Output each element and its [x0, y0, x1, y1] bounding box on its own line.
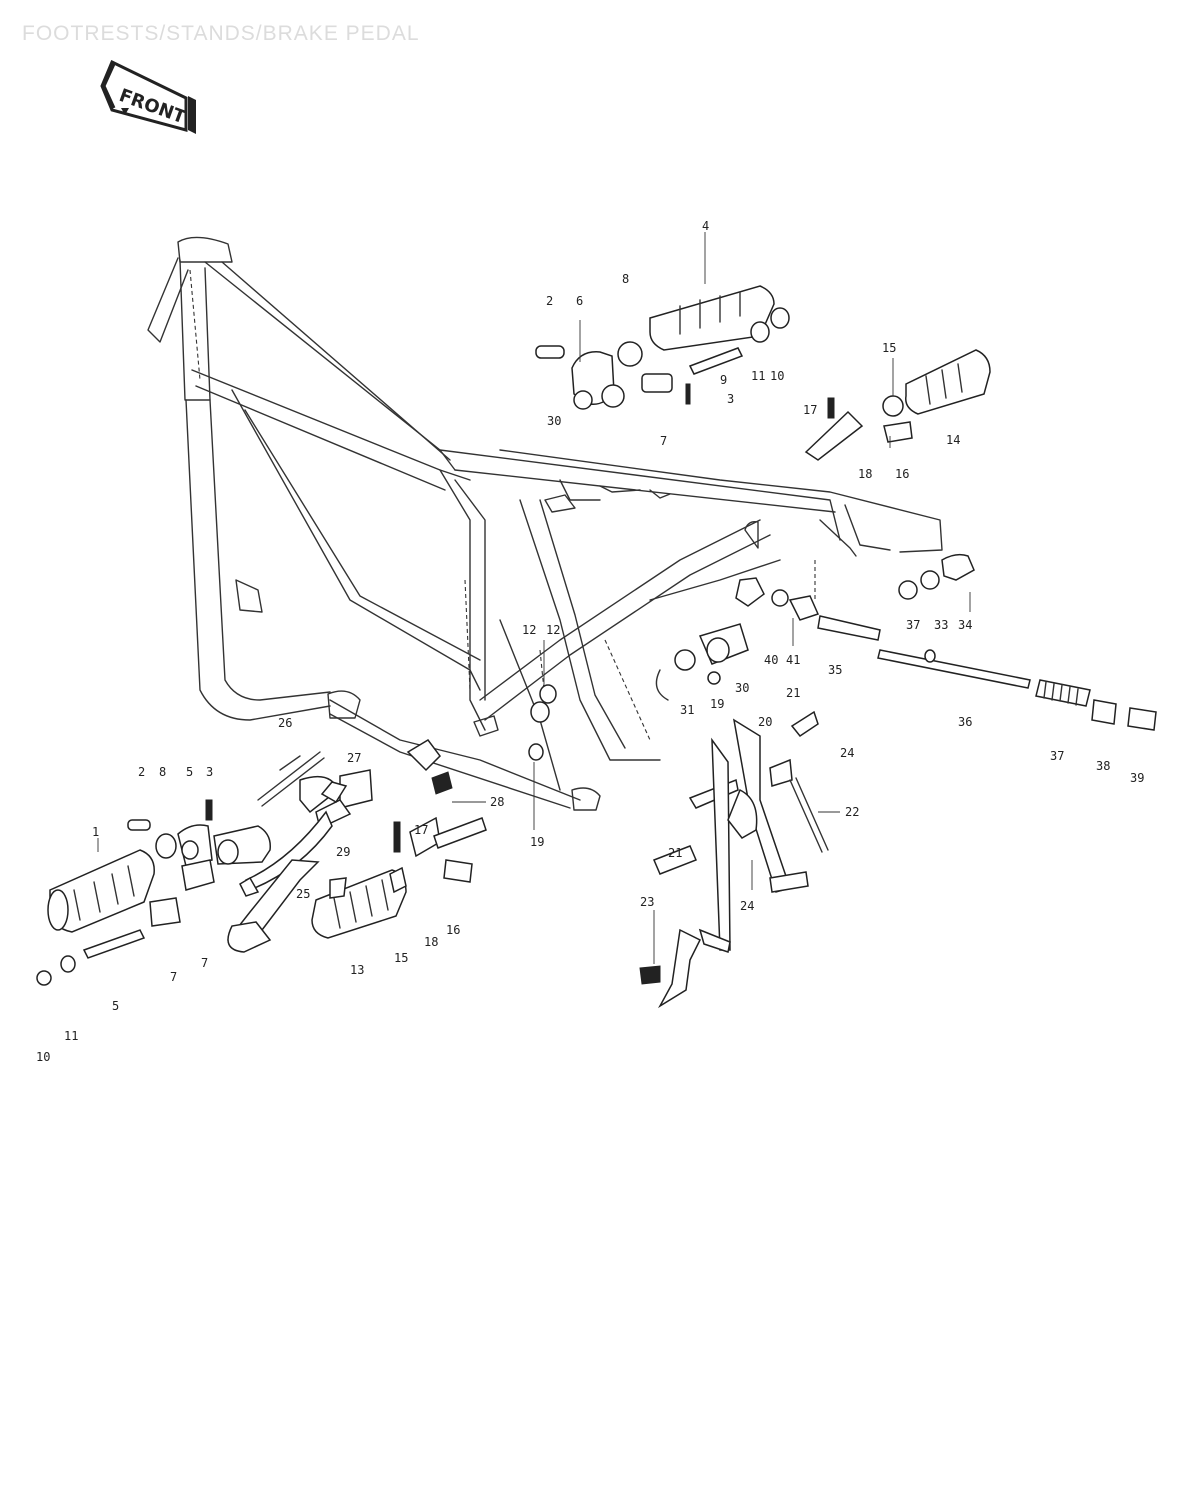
callout-10b: 10 — [36, 1050, 50, 1064]
footrest-assembly-left — [36, 799, 271, 986]
callout-14: 14 — [946, 433, 960, 447]
callout-20: 20 — [758, 715, 772, 729]
callout-35: 35 — [828, 663, 842, 677]
callout-9: 9 — [720, 373, 727, 387]
callouts: 4 8 2 6 9 11 10 3 30 7 15 17 14 18 16 37… — [36, 219, 1144, 1064]
callout-3b: 3 — [206, 765, 213, 779]
callout-7a: 7 — [660, 434, 667, 448]
callout-24b: 24 — [740, 899, 754, 913]
brake-linkage — [655, 553, 1157, 731]
callout-21b: 21 — [668, 846, 682, 860]
callout-12b: 12 — [546, 623, 560, 637]
callout-4: 4 — [702, 219, 709, 233]
callout-7b: 7 — [170, 970, 177, 984]
callout-8a: 8 — [622, 272, 629, 286]
callout-19a: 19 — [710, 697, 724, 711]
callout-33: 33 — [934, 618, 948, 632]
callout-2a: 2 — [546, 294, 553, 308]
callout-19b: 19 — [530, 835, 544, 849]
front-arrow-icon: FRONT — [100, 59, 196, 134]
callout-41: 41 — [786, 653, 800, 667]
callout-37b: 37 — [1050, 749, 1064, 763]
callout-11a: 11 — [751, 369, 765, 383]
callout-5b: 5 — [112, 999, 119, 1013]
frame — [147, 236, 943, 811]
callout-39: 39 — [1130, 771, 1144, 785]
callout-26: 26 — [278, 716, 292, 730]
callout-38: 38 — [1096, 759, 1110, 773]
callout-37a: 37 — [906, 618, 920, 632]
callout-27: 27 — [347, 751, 361, 765]
callout-28: 28 — [490, 795, 504, 809]
callout-13: 13 — [350, 963, 364, 977]
callout-16b: 16 — [446, 923, 460, 937]
callout-29: 29 — [336, 845, 350, 859]
callout-25: 25 — [296, 887, 310, 901]
callout-17a: 17 — [803, 403, 817, 417]
callout-15b: 15 — [394, 951, 408, 965]
callout-18b: 18 — [424, 935, 438, 949]
callout-24a: 24 — [840, 746, 854, 760]
callout-18a: 18 — [858, 467, 872, 481]
callout-12a: 12 — [522, 623, 536, 637]
callout-30a: 30 — [547, 414, 561, 428]
callout-10a: 10 — [770, 369, 784, 383]
callout-34: 34 — [958, 618, 972, 632]
brake-pedal-assembly — [227, 640, 557, 953]
stands — [639, 710, 840, 1009]
callout-3a: 3 — [727, 392, 734, 406]
callout-1: 1 — [92, 825, 99, 839]
callout-5a: 5 — [186, 765, 193, 779]
callout-22: 22 — [845, 805, 859, 819]
callout-11b: 11 — [64, 1029, 78, 1043]
callout-23: 23 — [640, 895, 654, 909]
callout-17b: 17 — [414, 823, 428, 837]
callout-16a: 16 — [895, 467, 909, 481]
callout-7c: 7 — [201, 956, 208, 970]
page-title: FOOTRESTS/STANDS/BRAKE PEDAL — [22, 22, 420, 45]
callout-40: 40 — [764, 653, 778, 667]
callout-21a: 21 — [786, 686, 800, 700]
callout-6a: 6 — [576, 294, 583, 308]
callout-30b: 30 — [735, 681, 749, 695]
callout-15a: 15 — [882, 341, 896, 355]
callout-8b: 8 — [159, 765, 166, 779]
callout-31: 31 — [680, 703, 694, 717]
callout-2b: 2 — [138, 765, 145, 779]
callout-36: 36 — [958, 715, 972, 729]
footrest-assembly-right — [535, 232, 991, 461]
